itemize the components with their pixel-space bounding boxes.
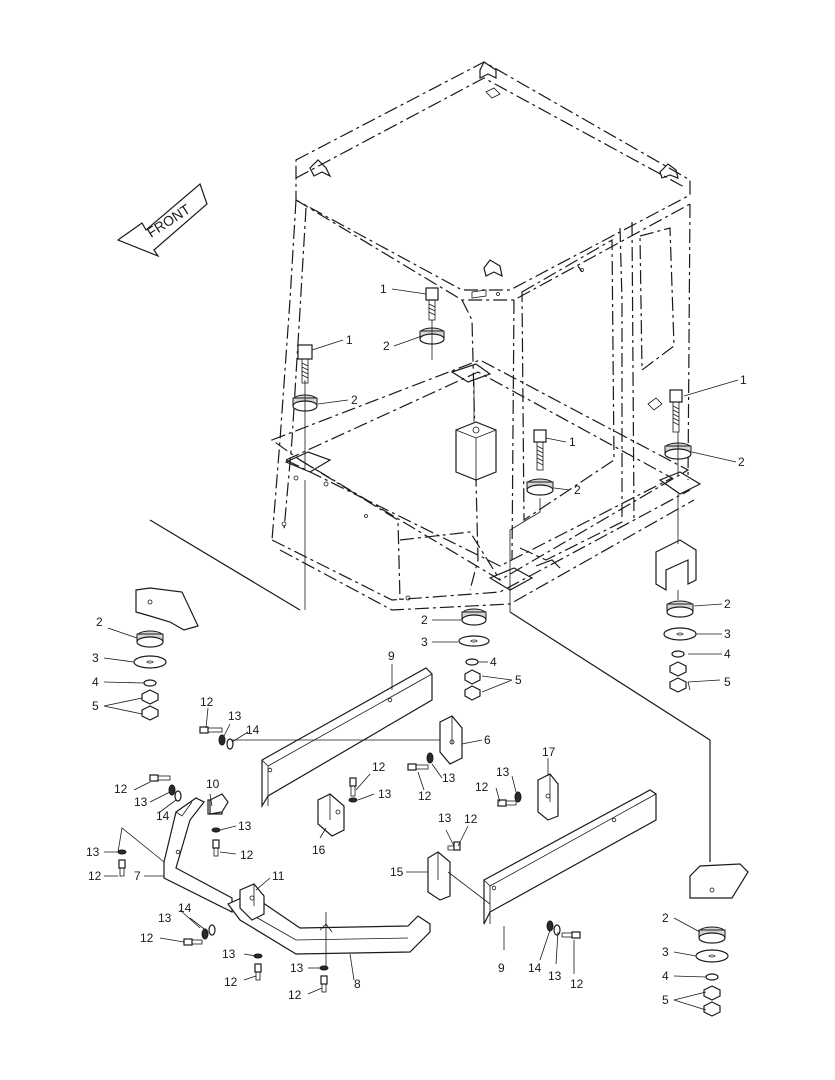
bracket-11 [239,883,265,921]
callout-15: 15 [390,865,404,879]
callout-12: 12 [475,780,489,794]
callout-4: 4 [92,675,99,689]
callout-10: 10 [206,777,220,791]
callout-5: 5 [662,993,669,1007]
isolator-2-right-lower [666,600,694,618]
callout-12: 12 [224,975,238,989]
frame-rail-phantom [135,519,749,899]
callout-17: 17 [542,745,556,759]
callout-6: 6 [484,733,491,747]
callout-1: 1 [740,373,747,387]
callout-2: 2 [662,911,669,925]
callout-3: 3 [724,627,731,641]
callout-12: 12 [140,931,154,945]
callout-12: 12 [570,977,584,991]
callout-1: 1 [569,435,576,449]
callout-13: 13 [158,911,172,925]
alignment-lines [304,320,679,612]
callout-14: 14 [178,901,192,915]
callout-4: 4 [662,969,669,983]
callout-4: 4 [490,655,497,669]
callout-9: 9 [388,649,395,663]
callout-2: 2 [724,597,731,611]
callout-5: 5 [724,675,731,689]
callout-3: 3 [421,635,428,649]
callout-16: 16 [312,843,326,857]
callout-9: 9 [498,961,505,975]
callout-2: 2 [96,615,103,629]
callout-14: 14 [156,809,170,823]
bracket-16 [317,793,345,837]
callout-13: 13 [496,765,510,779]
callout-12: 12 [240,848,254,862]
callout-12: 12 [200,695,214,709]
callout-2: 2 [383,339,390,353]
callout-2: 2 [351,393,358,407]
frame-7 [163,797,233,913]
callout-14: 14 [246,723,260,737]
bracket-10 [209,793,229,815]
callout-12: 12 [464,812,478,826]
callout-5: 5 [515,673,522,687]
bracket-6 [439,715,463,765]
callout-13: 13 [548,969,562,983]
callout-13: 13 [438,811,452,825]
callout-1: 1 [346,333,353,347]
callout-13: 13 [442,771,456,785]
lockwasher-4-group [143,650,719,981]
callout-2: 2 [738,455,745,469]
callout-leaders [103,288,739,1011]
frame-8 [227,893,431,970]
guard-plate-9-left [230,667,440,809]
callout-7: 7 [134,869,141,883]
callout-2: 2 [574,483,581,497]
bolt-1-left [297,344,313,384]
cab-phantom-outline [270,61,702,611]
isolator-2-center-lower [461,608,487,626]
nut-5-group [141,661,721,1017]
callout-12: 12 [372,760,386,774]
bracket-17 [537,773,559,821]
bolt-1-right [669,389,683,433]
callout-labels: 1 1 1 1 2 2 2 2 2 2 2 2 3 3 3 3 4 4 4 4 … [86,282,747,1007]
callout-4: 4 [724,647,731,661]
callout-12: 12 [88,869,102,883]
callout-2: 2 [421,613,428,627]
washer-3-group [133,627,729,963]
callout-3: 3 [662,945,669,959]
callout-13: 13 [134,795,148,809]
callout-3: 3 [92,651,99,665]
callout-13: 13 [222,947,236,961]
bolt-1-rear [533,429,547,471]
callout-13: 13 [378,787,392,801]
callout-13: 13 [238,819,252,833]
front-direction-arrow: FRONT [116,182,208,258]
small-fasteners [117,726,581,993]
isolator-2-rear [526,478,554,496]
callout-8: 8 [354,977,361,991]
callout-13: 13 [290,961,304,975]
guard-plate-9-right [483,789,657,925]
bolt-1-center [425,287,439,321]
callout-11: 11 [272,869,285,883]
isolator-2-right-bottom [698,926,726,944]
callout-5: 5 [92,699,99,713]
isolator-2-left-lower [136,630,164,648]
callout-12: 12 [114,782,128,796]
callout-13: 13 [86,845,100,859]
callout-1: 1 [380,282,387,296]
callout-13: 13 [228,709,242,723]
callout-14: 14 [528,961,542,975]
callout-12: 12 [288,988,302,1002]
bracket-15 [427,851,451,901]
callout-12: 12 [418,789,432,803]
